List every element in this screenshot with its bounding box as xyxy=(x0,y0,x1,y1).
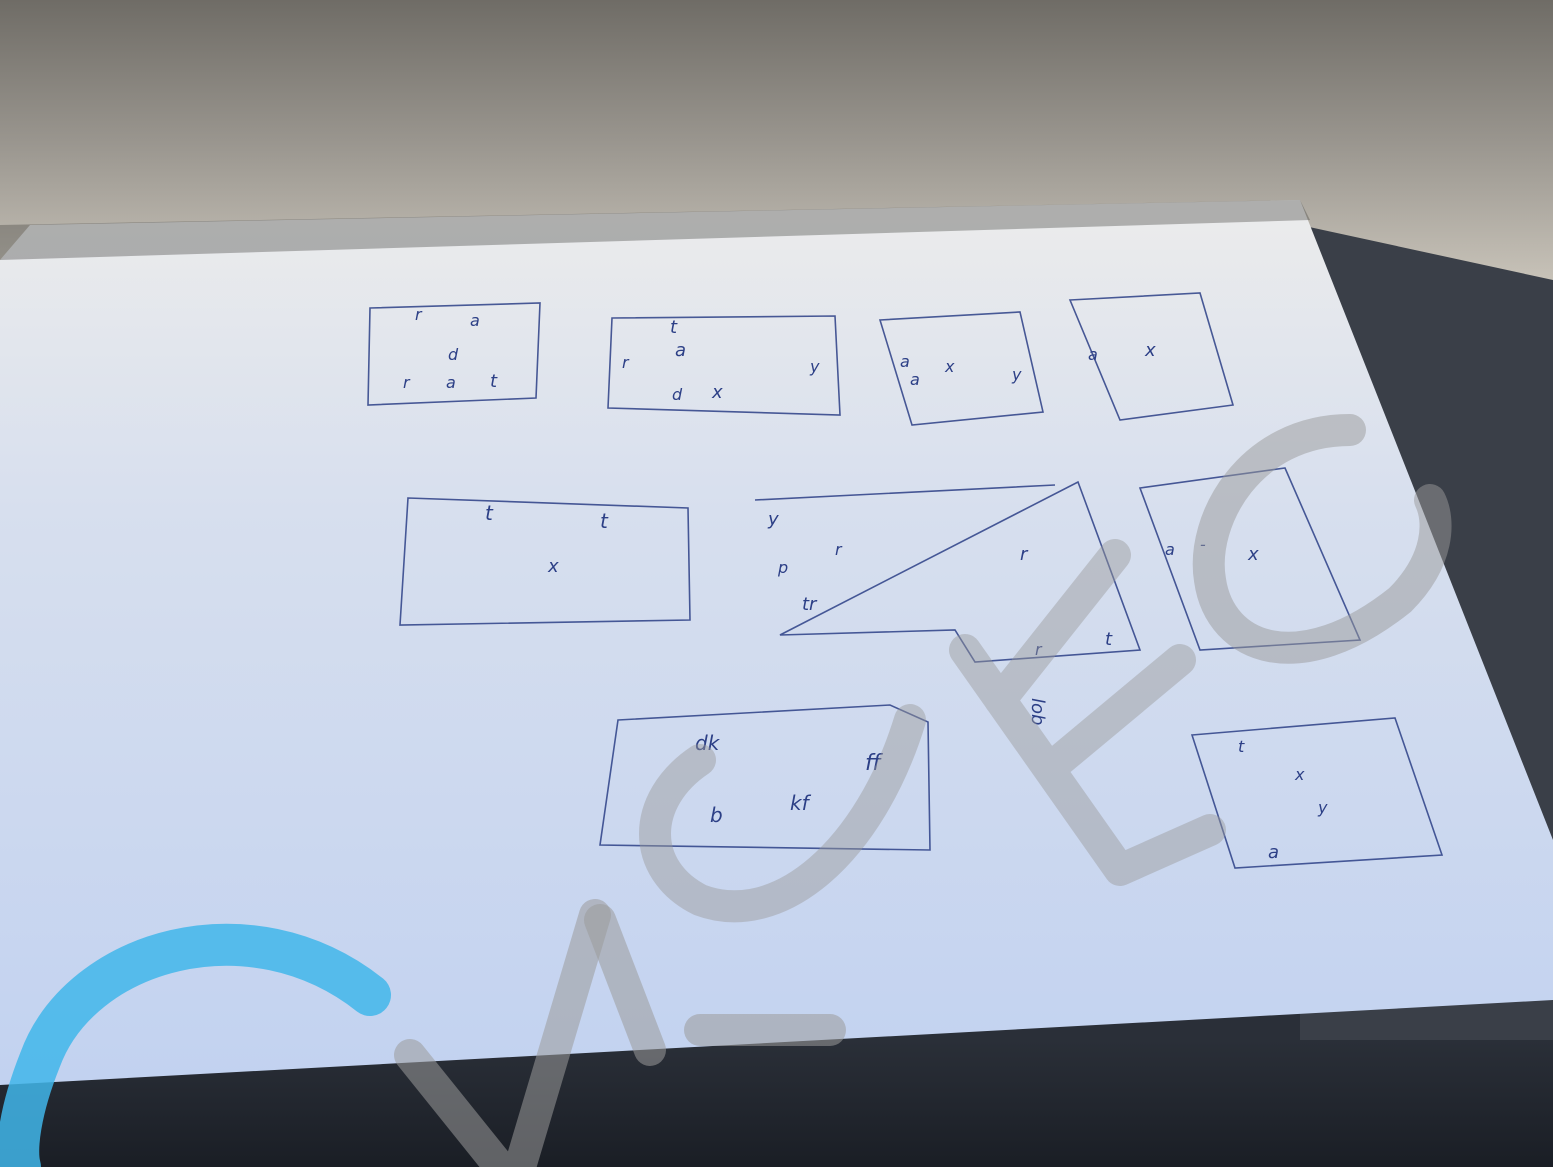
sketch-label: y xyxy=(767,509,779,530)
sketch-label: d xyxy=(448,345,459,364)
sketch-label: t xyxy=(1105,629,1113,650)
sketch-label: tr xyxy=(802,594,818,615)
sketch-label: t xyxy=(670,317,678,338)
sketch-label: x xyxy=(944,357,955,376)
sketch-label: kf xyxy=(790,791,812,815)
sketch-label: a xyxy=(900,352,910,371)
sketch-label: x xyxy=(1247,544,1259,565)
sketch-label: p xyxy=(777,558,788,577)
sketch-label: b xyxy=(710,803,723,827)
sketch-label: a xyxy=(446,373,456,392)
sketch-label: a xyxy=(910,370,920,389)
sketch-label: x xyxy=(1144,340,1156,361)
sketch-label: a xyxy=(470,311,480,330)
sketch-label: t xyxy=(600,509,609,533)
sketch-label: a xyxy=(1165,540,1175,559)
sketch-label: x xyxy=(711,382,723,403)
sketch-label: a xyxy=(1268,842,1279,863)
sketch-label: d xyxy=(672,385,683,404)
sketch-label: a xyxy=(675,340,686,361)
sketch-label: y xyxy=(1317,798,1328,817)
sketch-label: y xyxy=(809,357,820,376)
sketch-label: a xyxy=(1088,345,1098,364)
sketch-label: t xyxy=(490,371,498,392)
sketch-label: y xyxy=(1011,365,1022,384)
sketch-label: t xyxy=(485,501,494,525)
sketch-label: x xyxy=(1294,765,1305,784)
sketch-label: x xyxy=(547,556,559,577)
sketch-label: t xyxy=(1238,737,1245,756)
